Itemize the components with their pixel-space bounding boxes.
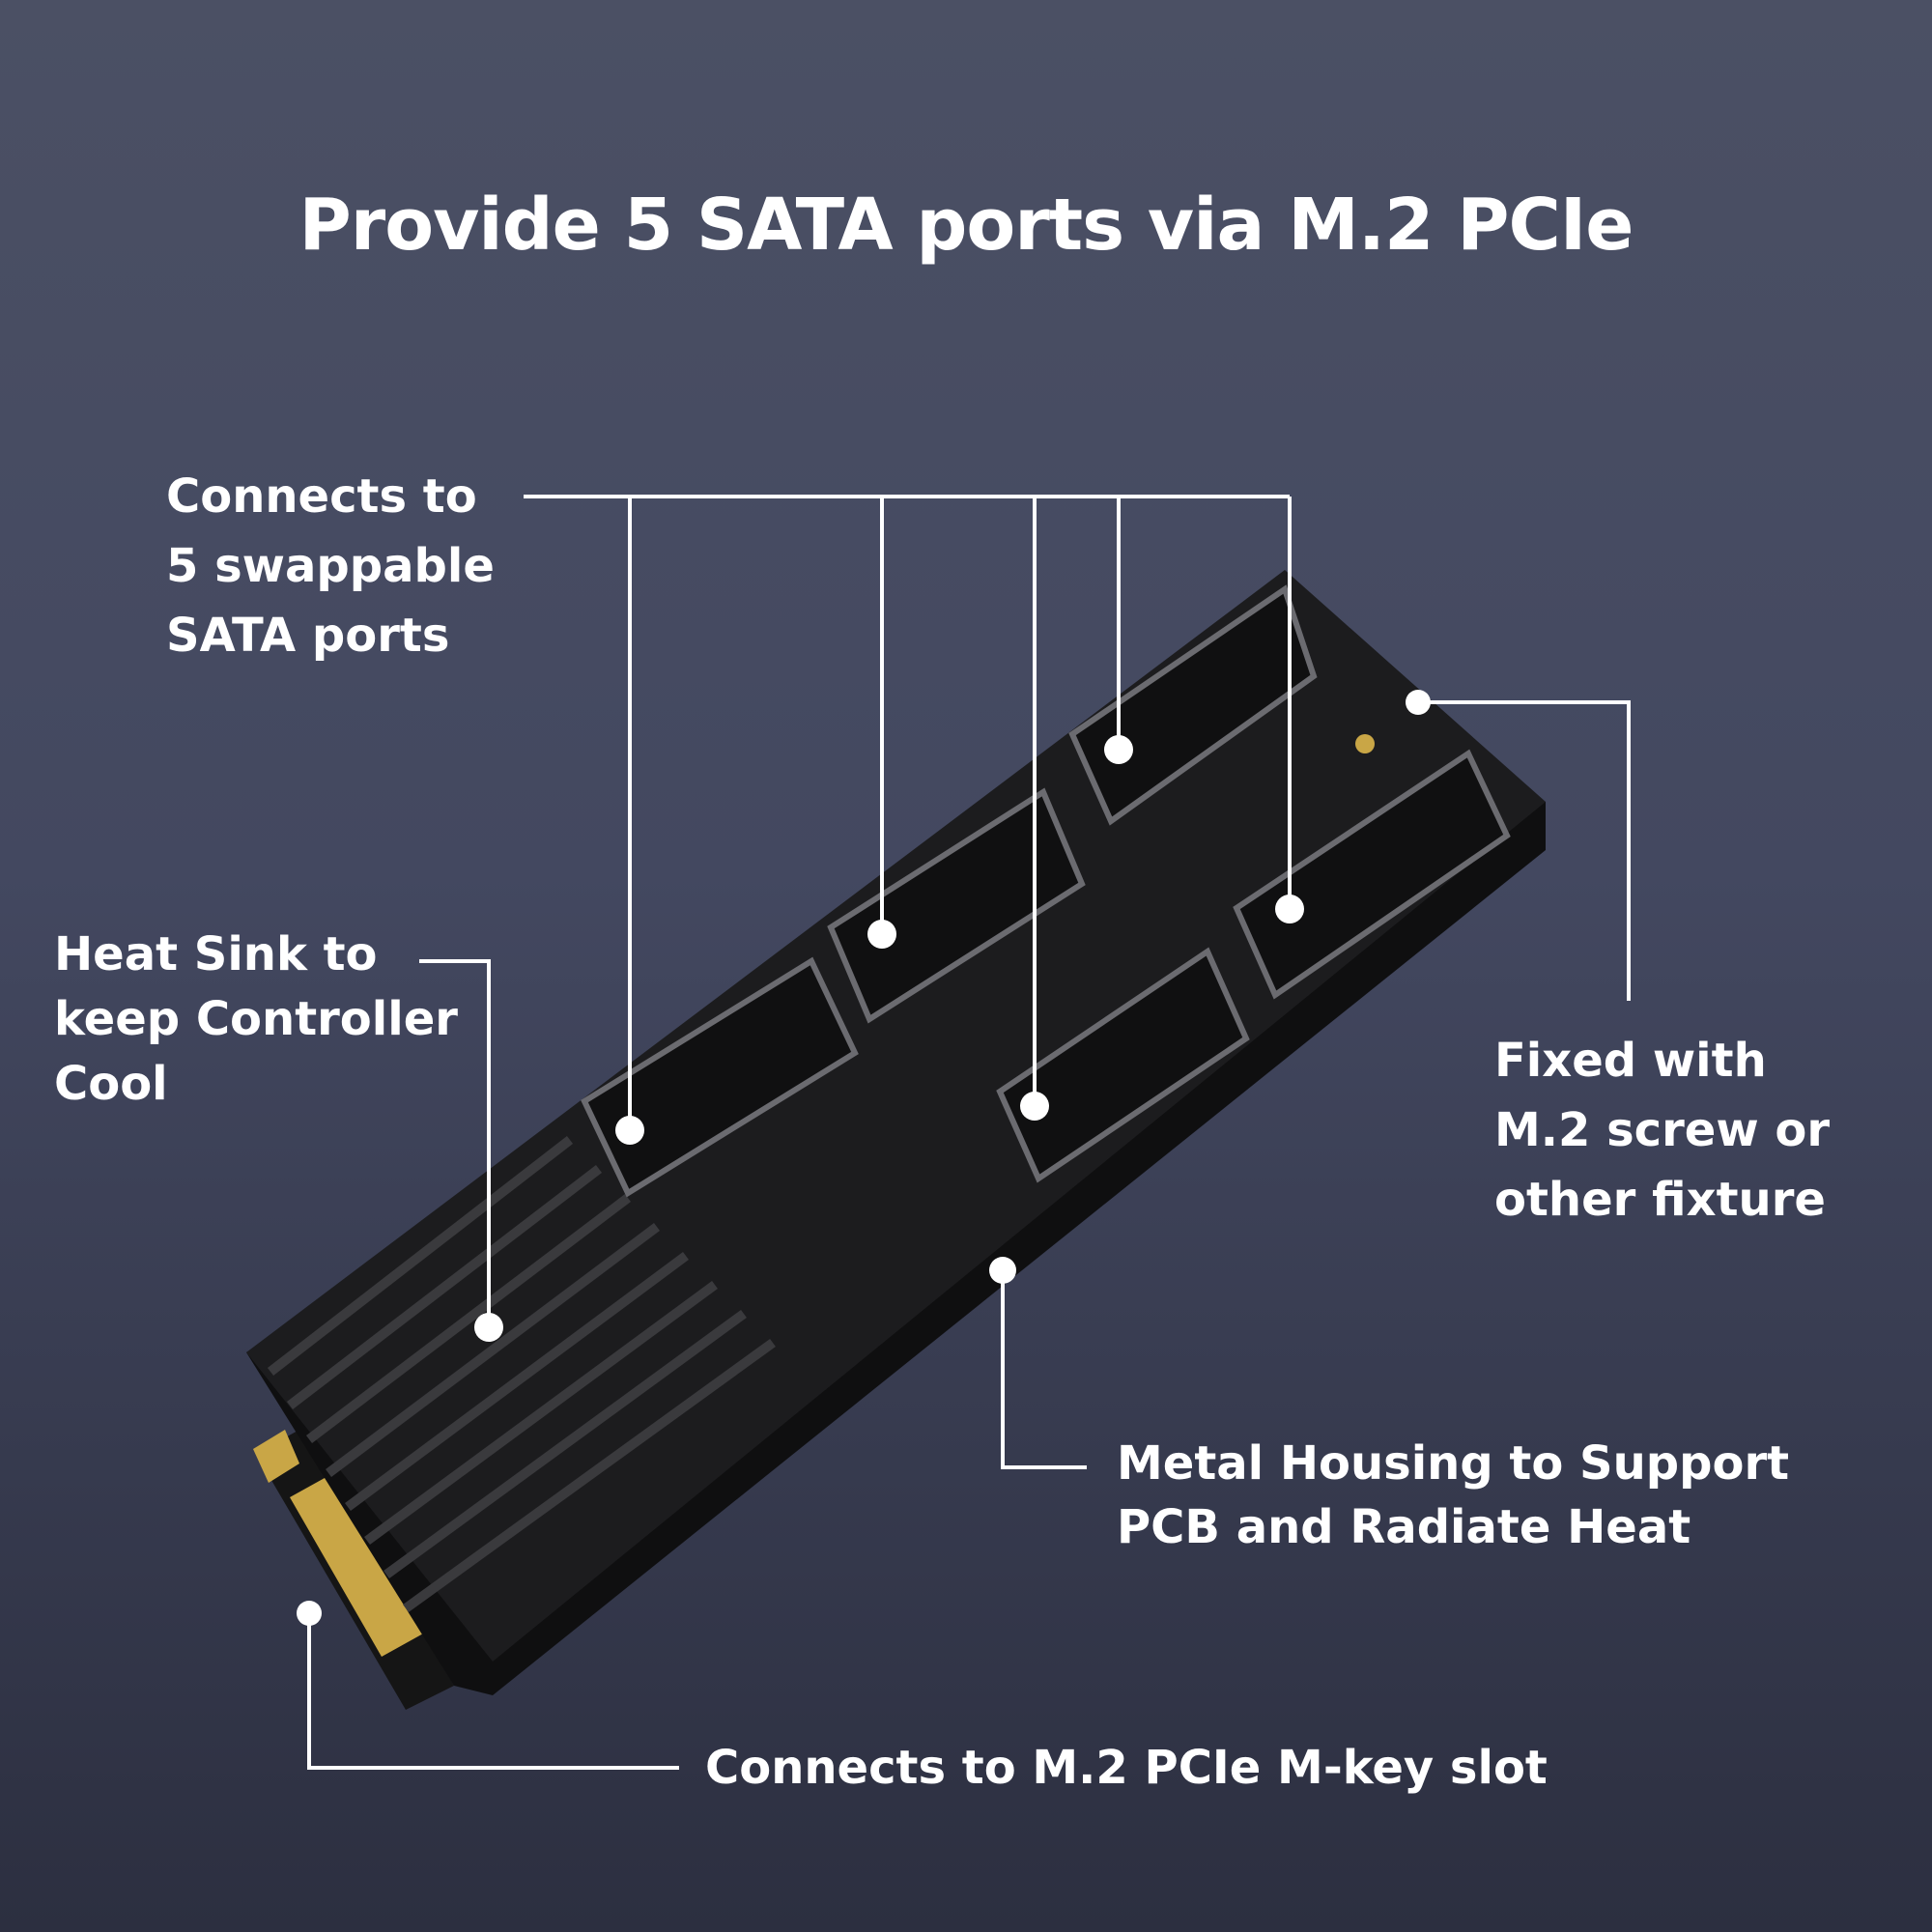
callout-text: SATA ports xyxy=(166,609,450,663)
callout-text: Heat Sink to xyxy=(54,927,378,981)
callout-dots xyxy=(297,690,1431,1626)
heat-sink-fins xyxy=(267,1136,776,1613)
callout-text: Cool xyxy=(54,1057,168,1111)
callout-slot: Connects to M.2 PCIe M-key slot xyxy=(705,1741,1548,1795)
callout-text: M.2 screw or xyxy=(1494,1103,1831,1157)
callout-text: Connects to xyxy=(166,469,477,524)
sata-connectors xyxy=(581,584,1511,1198)
callout-fixture: Fixed with M.2 screw or other fixture xyxy=(1494,1026,1830,1235)
callout-text: other fixture xyxy=(1494,1173,1826,1227)
gold-contacts xyxy=(290,1473,425,1657)
callout-text: 5 swappable xyxy=(166,539,495,593)
screw-notch xyxy=(1355,734,1375,753)
callout-text: keep Controller xyxy=(54,992,458,1046)
callout-housing: Metal Housing to Support PCB and Radiate… xyxy=(1117,1432,1789,1559)
page-title: Provide 5 SATA ports via M.2 PCIe xyxy=(298,184,1634,267)
callout-text: Fixed with xyxy=(1494,1034,1767,1088)
callout-text: PCB and Radiate Heat xyxy=(1117,1500,1691,1554)
m2-sata-card xyxy=(246,570,1546,1710)
callout-lines xyxy=(307,495,1631,1770)
callout-sata-ports: Connects to 5 swappable SATA ports xyxy=(166,462,495,670)
callout-text: Metal Housing to Support xyxy=(1117,1436,1790,1491)
callout-heat-sink: Heat Sink to keep Controller Cool xyxy=(54,923,458,1117)
